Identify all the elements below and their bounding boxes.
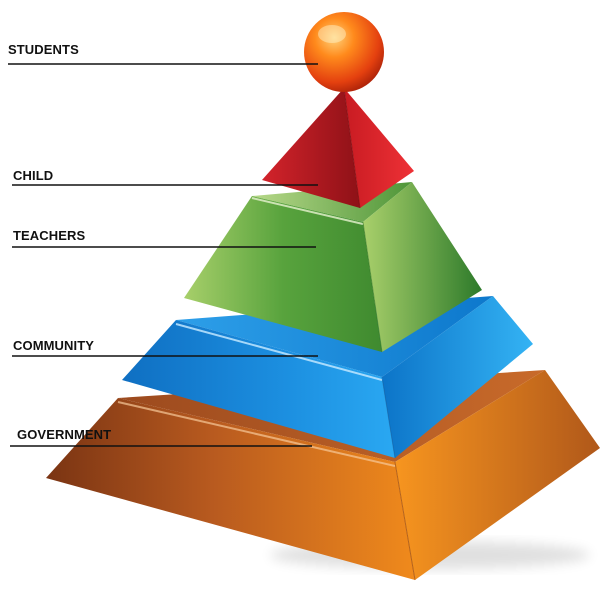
- child-label: CHILD: [13, 168, 54, 183]
- students-label: STUDENTS: [8, 42, 79, 57]
- label-leader-lines: [8, 63, 318, 447]
- teachers-layer: [184, 182, 482, 353]
- government-label: GOVERNMENT: [17, 427, 112, 442]
- teachers-label: TEACHERS: [13, 228, 86, 243]
- child-layer: [262, 87, 414, 209]
- community-label: COMMUNITY: [13, 338, 95, 353]
- students-sphere: [304, 12, 384, 92]
